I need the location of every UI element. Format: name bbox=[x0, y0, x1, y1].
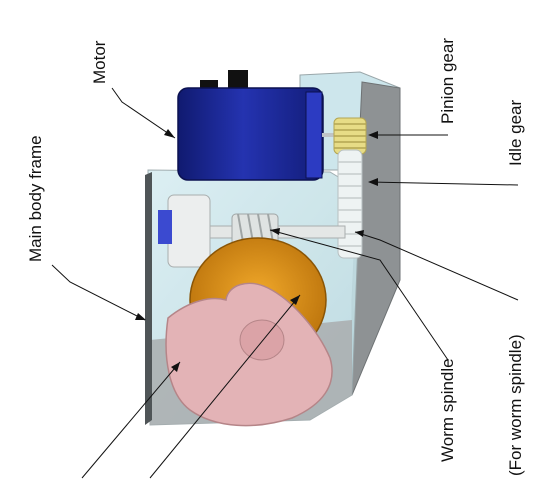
leader-idle-gear bbox=[369, 181, 519, 186]
leader-main-body-frame bbox=[51, 264, 146, 321]
spindle-bearing bbox=[158, 210, 172, 244]
leader-for-worm-spindle bbox=[354, 231, 519, 301]
arrowhead-worm-wheel bbox=[290, 295, 300, 305]
frame-left-edge bbox=[145, 172, 152, 425]
motor-face bbox=[305, 91, 323, 179]
label-worm-spindle: Worm spindle bbox=[438, 358, 457, 462]
arrowhead-cam bbox=[171, 362, 180, 372]
label-idle-gear: Idle gear bbox=[506, 99, 525, 166]
arrowhead-pinion bbox=[368, 131, 378, 139]
leader-cam bbox=[81, 361, 181, 479]
leader-motor bbox=[111, 87, 176, 139]
cam-hub bbox=[239, 319, 285, 361]
idle-gear-body bbox=[337, 149, 363, 259]
arrowhead-for-worm-spindle bbox=[355, 230, 364, 237]
label-pinion-gear: Pinion gear bbox=[438, 37, 457, 124]
label-main-body-frame: Main body frame bbox=[26, 135, 45, 262]
label-for-worm-spindle: (For worm spindle) bbox=[506, 334, 525, 476]
pinion-gear bbox=[333, 117, 367, 155]
label-motor: Motor bbox=[90, 40, 109, 84]
arrowhead-idle bbox=[368, 178, 378, 186]
motor-terminal-2 bbox=[228, 70, 248, 92]
spindle-end-block bbox=[167, 194, 211, 268]
leader-arrowheads bbox=[135, 129, 378, 372]
leader-worm-spindle bbox=[269, 229, 449, 361]
arrowhead-motor bbox=[164, 129, 175, 138]
leader-worm-wheel bbox=[149, 294, 301, 479]
arrowhead-worm-spindle bbox=[270, 228, 280, 235]
idle-gear bbox=[337, 149, 363, 259]
motor-body bbox=[177, 87, 324, 181]
arrowhead-frame bbox=[135, 313, 146, 320]
leader-lines bbox=[51, 87, 519, 479]
motor bbox=[177, 70, 345, 181]
cam bbox=[165, 282, 333, 427]
